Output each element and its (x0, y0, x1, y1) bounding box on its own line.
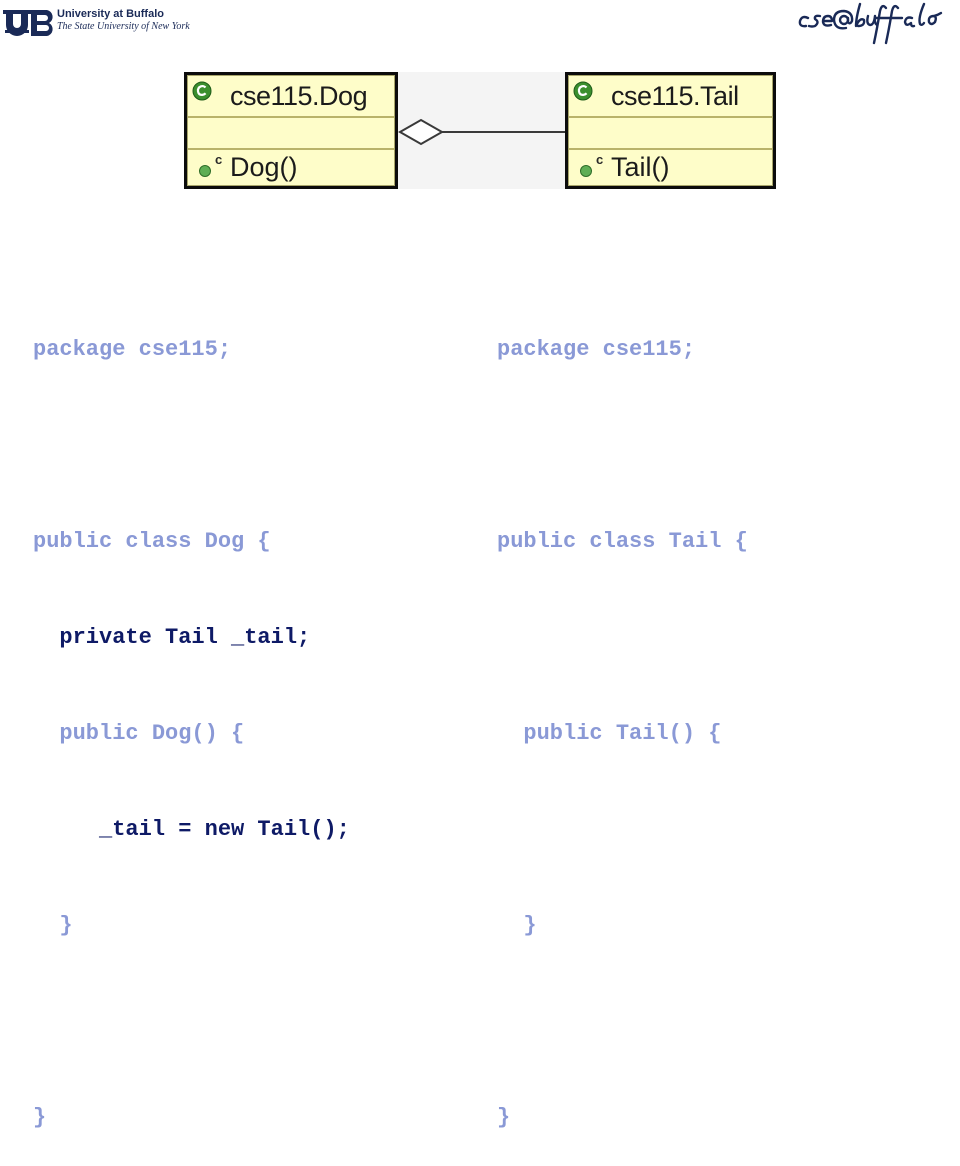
university-subtitle: The State University of New York (57, 21, 190, 32)
code-line: } (33, 1105, 47, 1130)
code-line: private Tail _tail; (33, 625, 311, 650)
university-name: University at Buffalo (57, 8, 164, 20)
code-line: public class Tail { (497, 529, 748, 554)
public-method-icon (580, 165, 592, 177)
code-line: public class Dog { (33, 529, 271, 554)
code-line: public Tail() { (497, 721, 722, 746)
dog-class-code: package cse115; public class Dog { priva… (33, 270, 350, 1166)
code-line (497, 622, 748, 654)
tail-class-code: package cse115; public class Tail { publ… (497, 270, 748, 1166)
code-line: package cse115; (497, 337, 696, 362)
code-line (497, 814, 748, 846)
uml-class-dog[interactable]: cse115.Dog c Dog() (184, 72, 398, 189)
code-line: } (33, 913, 73, 938)
aggregation-diamond-icon (398, 118, 445, 146)
uml-constructor: Tail() (611, 152, 670, 182)
uml-constructor: Dog() (230, 152, 298, 182)
uml-class-tail[interactable]: cse115.Tail c Tail() (565, 72, 776, 189)
code-line: } (497, 1105, 511, 1130)
uml-class-name: cse115.Tail (611, 81, 739, 111)
code-line (497, 430, 748, 462)
uml-attributes-section (569, 118, 772, 150)
code-line (33, 430, 350, 462)
code-line: } (497, 913, 537, 938)
public-method-icon (199, 165, 211, 177)
code-line (497, 1006, 748, 1038)
class-icon (573, 81, 593, 101)
code-line: public Dog() { (33, 721, 245, 746)
composition-connector (398, 118, 566, 146)
university-wordmark: University at Buffalo The State Universi… (57, 8, 190, 33)
ub-monogram-icon (3, 10, 53, 36)
class-icon (192, 81, 212, 101)
code-line: _tail = new Tail(); (33, 817, 350, 842)
uml-class-name: cse115.Dog (230, 81, 368, 111)
code-line (33, 1006, 350, 1038)
constructor-marker: c (215, 152, 223, 167)
constructor-marker: c (596, 152, 604, 167)
code-line: package cse115; (33, 337, 232, 362)
cse-at-buffalo-logo-icon (798, 2, 943, 45)
uml-attributes-section (188, 118, 394, 150)
